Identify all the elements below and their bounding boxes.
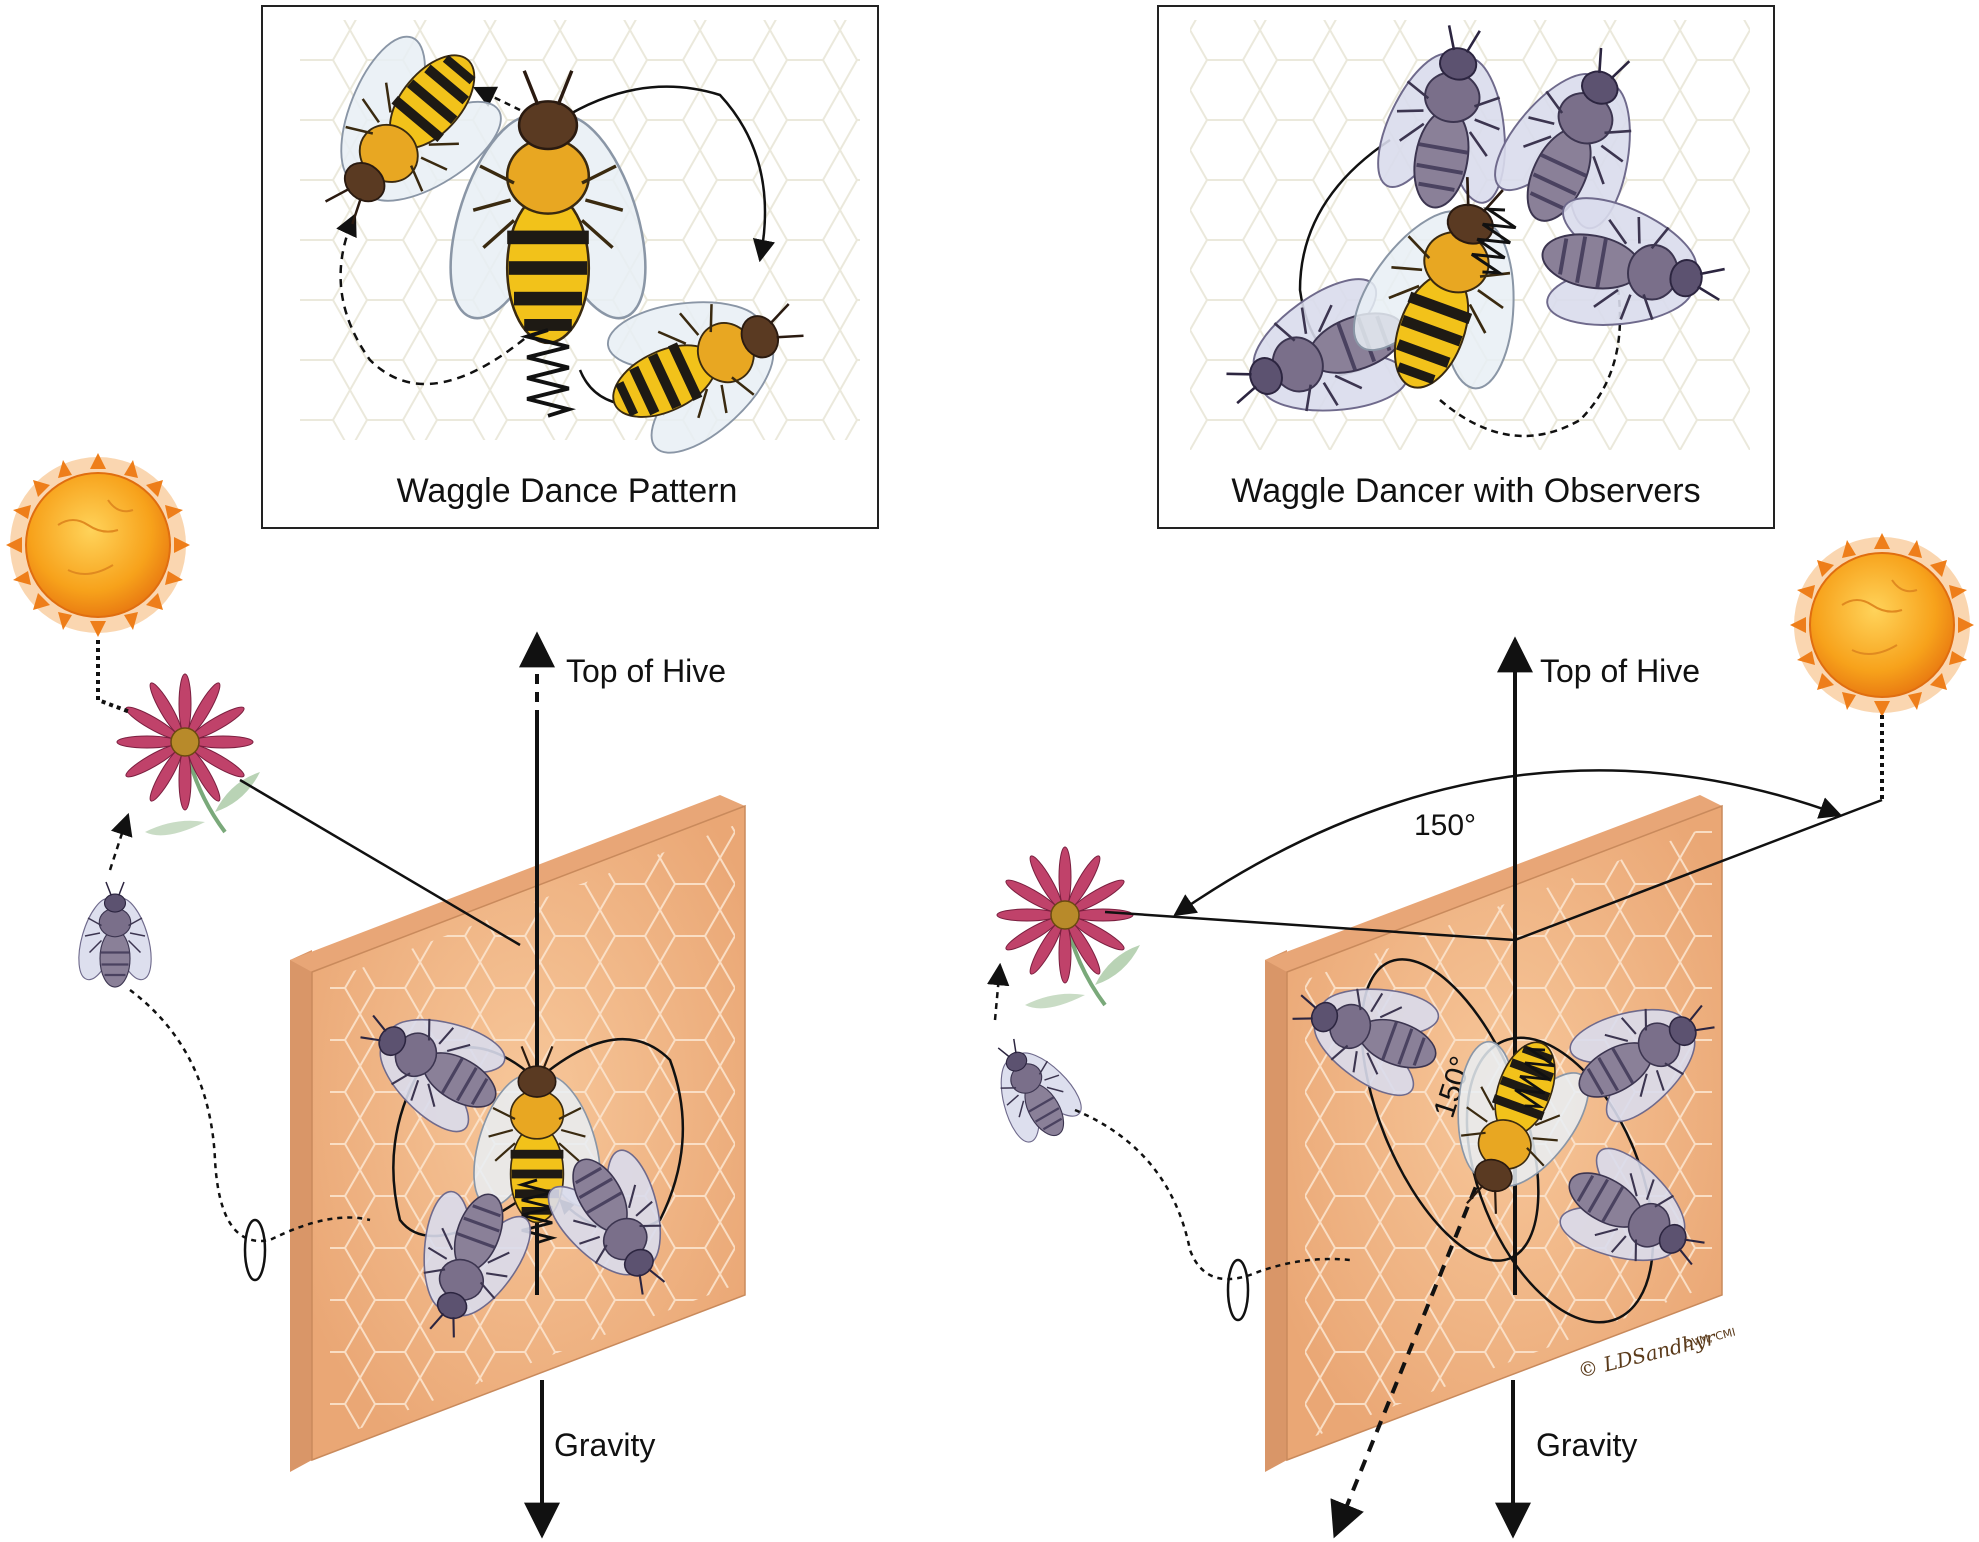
panel-title-pattern: Waggle Dance Pattern [397,472,738,510]
observer-bee-icon [966,1020,1098,1158]
sun-icon [1789,532,1975,718]
angle-arc [1173,769,1843,917]
sun-icon [5,452,191,638]
observer-loop-right [1439,247,1627,438]
observer-bee-icon [69,880,161,989]
return-loop-right [559,85,775,263]
dance-loop-right [1465,1036,1655,1324]
panel-title-observers: Waggle Dancer with Observers [1231,472,1700,510]
sun-drop-line [96,640,131,714]
flower-direction-line [1104,910,1516,942]
flower-icon [115,672,262,838]
forager-flight-arrow [986,962,1010,1021]
flower-direction-line [239,778,521,947]
forager-return-path [1074,1108,1351,1281]
follower-arrow [472,86,521,112]
return-loop-left [336,212,536,386]
comb-side [290,950,312,1472]
dance-direction-arrow [1330,1089,1517,1539]
right-hive-scene: 150° Top of Hive Gravity 150° © LDSandhy… [966,532,1975,1539]
top-of-hive-label: Top of Hive [1540,653,1700,689]
hive-entrance-loop [243,1218,267,1282]
waggle-dancer-observers-panel: Waggle Dancer with Observers [1157,5,1775,529]
hive-entrance-loop [1226,1258,1250,1322]
angle-label: 150° [1414,809,1476,842]
flower-icon [995,845,1142,1011]
top-of-hive-label: Top of Hive [566,653,726,689]
left-hive-scene: Top of Hive Gravity [5,452,746,1539]
comb-top [290,795,745,972]
comb-side [1265,950,1287,1472]
gravity-label: Gravity [554,1427,655,1463]
forager-return-path [129,989,371,1243]
gravity-label: Gravity [1536,1427,1637,1463]
forager-flight-arrow [108,812,133,871]
waggle-dance-pattern-panel: Waggle Dance Pattern [261,2,879,529]
